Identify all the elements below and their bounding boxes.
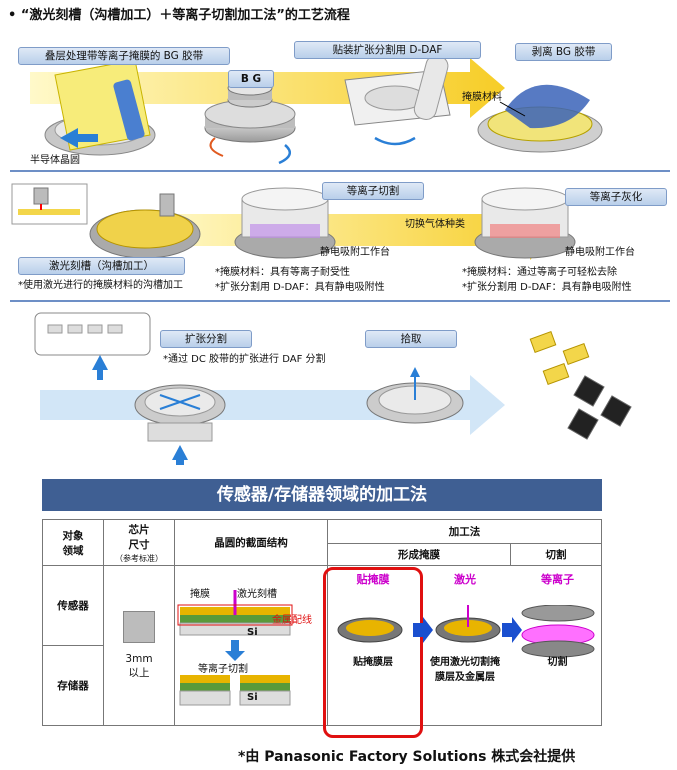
plasma-dicing-note-1: *掩膜材料：具有等离子耐受性 (215, 267, 350, 278)
step-pickup: 拾取 (365, 330, 457, 348)
mask-highlight-box (323, 567, 423, 738)
cs-metal-label: 金属配线 (272, 615, 312, 626)
step-plasma-ashing: 等离子灰化 (565, 188, 667, 206)
footer-credit: *由 Panasonic Factory Solutions 株式会社提供 (238, 749, 576, 765)
step-mount-ddaf: 贴装扩张分割用 D-DAF (294, 41, 481, 59)
row3-illustrations (34, 312, 632, 465)
wafer-label: 半导体晶圆 (30, 155, 80, 166)
cs-plasma-label: 等离子切割 (198, 664, 248, 675)
header-mask-forming: 形成掩膜 (327, 543, 511, 566)
row2-illustrations (11, 183, 576, 260)
process-table: 对象 领域 芯片 尺寸（参考标准） 晶圆的截面结构 加工法 形成掩膜 切割 传感… (42, 519, 602, 726)
row1-illustrations (30, 55, 603, 165)
step2-title: 激光 (454, 573, 476, 586)
process-steps-diagram (337, 605, 595, 658)
step1-desc: 贴掩膜层 (353, 657, 393, 668)
step1-title: 贴掩膜 (356, 573, 390, 586)
step-laser-grooving: 激光刻槽（沟槽加工） (18, 257, 185, 275)
mask-material-label: 掩膜材料 (462, 92, 502, 103)
section-title: 传感器/存储器领域的加工法 (42, 479, 602, 511)
cs-si-label: Si (247, 627, 258, 638)
header-target-field: 对象 领域 (42, 519, 104, 566)
plasma-dicing-note-2: *扩张分割用 D-DAF：具有静电吸附性 (215, 282, 385, 293)
header-chip-size: 芯片 尺寸（参考标准） (103, 519, 175, 566)
cs-si2-label: Si (247, 692, 258, 703)
header-cross-section: 晶圆的截面结构 (174, 519, 328, 566)
expand-dicing-note: *通过 DC 胶带的扩张进行 DAF 分割 (163, 354, 326, 365)
divider-2 (10, 300, 670, 302)
step-peel-bg-tape: 剥离 BG 胶带 (515, 43, 612, 61)
step3-title: 等离子 (541, 573, 574, 586)
step3-desc: 切割 (547, 657, 568, 668)
peeled-tape (505, 84, 590, 129)
stage-label-1: 静电吸附工作台 (320, 247, 390, 258)
cs-mask-label: 掩膜 (190, 589, 210, 600)
step2-desc: 使用激光切割掩 膜层及金属层 (430, 657, 500, 683)
divider-1 (10, 170, 670, 172)
step-plasma-dicing: 等离子切割 (322, 182, 424, 200)
laser-grooving-note: *使用激光进行的掩膜材料的沟槽加工 (18, 280, 183, 291)
switch-gas-label: 切换气体种类 (405, 219, 465, 230)
stage-label-2: 静电吸附工作台 (565, 247, 635, 258)
bg-label: B G (228, 70, 274, 88)
row-memory: 存储器 (42, 645, 104, 726)
plasma-ashing-note-1: *掩膜材料：通过等离子可轻松去除 (462, 267, 617, 278)
chip-size-cell: 3mm 以上 (103, 565, 175, 726)
page-title: • “激光刻槽（沟槽加工）＋等离子切割加工法”的工艺流程 (8, 8, 350, 23)
step-laminate-bg-tape: 叠层处理带等离子掩膜的 BG 胶带 (18, 47, 230, 65)
row-sensor: 传感器 (42, 565, 104, 646)
header-dicing: 切割 (510, 543, 602, 566)
plasma-ashing-note-2: *扩张分割用 D-DAF：具有静电吸附性 (462, 282, 632, 293)
cross-section-diagram (177, 590, 293, 706)
header-process-method: 加工法 (327, 519, 602, 544)
cs-groove-label: 激光刻槽 (237, 589, 277, 600)
step-expand-dicing: 扩张分割 (160, 330, 252, 348)
